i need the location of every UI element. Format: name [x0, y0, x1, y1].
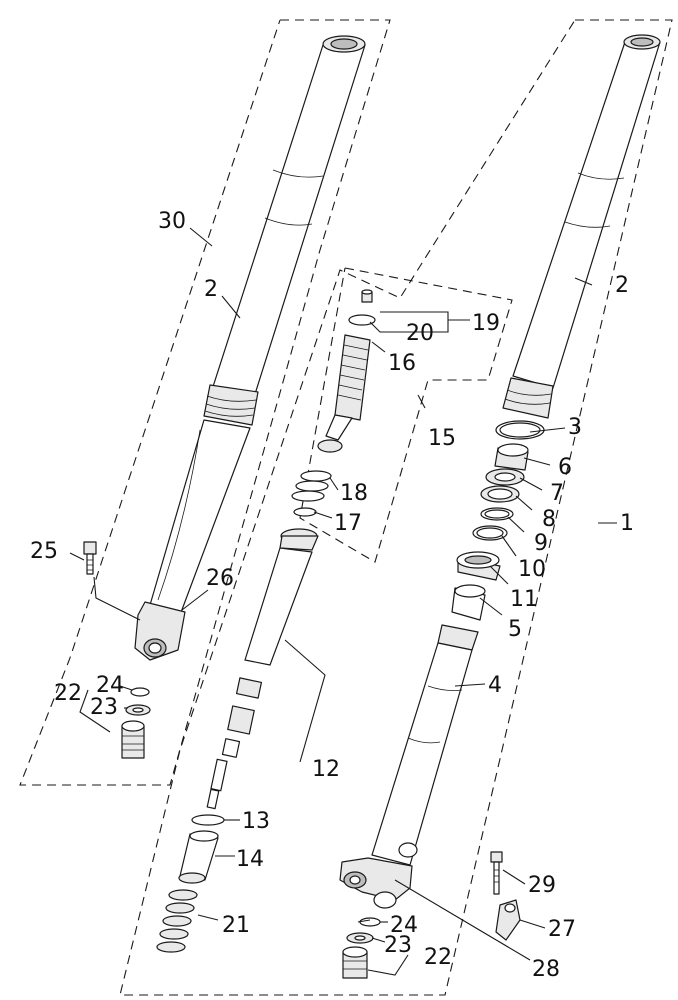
callout-26: 26	[206, 566, 234, 591]
callout-16: 16	[388, 351, 416, 376]
callout-23-left: 23	[90, 695, 118, 720]
spring-21	[156, 889, 198, 953]
spring-guide-14	[178, 830, 219, 884]
callout-4: 4	[488, 673, 502, 698]
oil-seal-7	[485, 468, 525, 486]
clip-9	[480, 507, 514, 521]
bushing-6	[494, 443, 529, 471]
callout-14: 14	[236, 847, 264, 872]
callout-24-right: 24	[390, 913, 418, 938]
left-outer-tube	[209, 35, 366, 411]
cartridge-tube-12	[206, 528, 319, 810]
cartridge-cap-19	[361, 289, 373, 303]
callout-9: 9	[534, 531, 548, 556]
callout-12: 12	[312, 757, 340, 782]
bolt-29	[490, 851, 503, 895]
callout-29: 29	[528, 873, 556, 898]
callout-1: 1	[620, 511, 634, 536]
callout-22-left: 22	[54, 681, 82, 706]
callout-13: 13	[242, 809, 270, 834]
callout-19: 19	[472, 311, 500, 336]
o-ring-20	[348, 314, 376, 326]
callout-2-right: 2	[615, 273, 629, 298]
left-washer-23	[125, 704, 151, 716]
left-axle-nut-22	[121, 720, 145, 759]
callout-3: 3	[568, 415, 582, 440]
callout-7: 7	[550, 481, 564, 506]
callout-30: 30	[158, 209, 186, 234]
callout-28: 28	[532, 957, 560, 982]
callout-17: 17	[334, 511, 362, 536]
right-inner-tube-4	[371, 624, 479, 866]
left-dust-seal-band	[203, 384, 259, 426]
leader-lines	[69, 227, 617, 976]
left-bolt-25	[83, 541, 97, 575]
ring-10	[472, 525, 508, 541]
bushing-5	[451, 584, 486, 621]
o-rings-18	[291, 470, 332, 502]
callout-20: 20	[406, 321, 434, 346]
callout-25: 25	[30, 539, 58, 564]
group-boundary-15	[299, 267, 513, 563]
callout-8: 8	[542, 507, 556, 532]
callout-22-right: 22	[424, 945, 452, 970]
callout-15: 15	[428, 426, 456, 451]
valve-assembly-16	[317, 334, 371, 453]
right-axle-nut-22	[342, 946, 368, 979]
callout-11: 11	[510, 587, 538, 612]
right-axle-clamp	[339, 842, 418, 909]
group-boundary-30	[19, 19, 391, 786]
washer-8	[480, 485, 520, 503]
group-boundary-1	[119, 19, 673, 996]
clamp-27	[495, 899, 521, 941]
callout-21: 21	[222, 913, 250, 938]
callout-6: 6	[558, 455, 572, 480]
callout-18: 18	[340, 481, 368, 506]
o-ring-13	[191, 814, 225, 826]
dust-seal-11	[456, 551, 501, 581]
right-washer-23	[346, 932, 374, 944]
left-washer-24	[130, 687, 150, 697]
callout-24-left: 24	[96, 673, 124, 698]
right-washer-24	[359, 917, 381, 927]
right-dust-seal-band	[502, 377, 554, 419]
callout-27: 27	[548, 917, 576, 942]
callout-10: 10	[518, 557, 546, 582]
callout-5: 5	[508, 617, 522, 642]
callout-2-left: 2	[204, 277, 218, 302]
ring-17	[293, 507, 317, 517]
callout-23-right: 23	[384, 933, 412, 958]
seal-ring-3	[495, 420, 545, 440]
right-outer-tube	[512, 34, 661, 389]
left-axle-clamp-26	[134, 601, 186, 661]
